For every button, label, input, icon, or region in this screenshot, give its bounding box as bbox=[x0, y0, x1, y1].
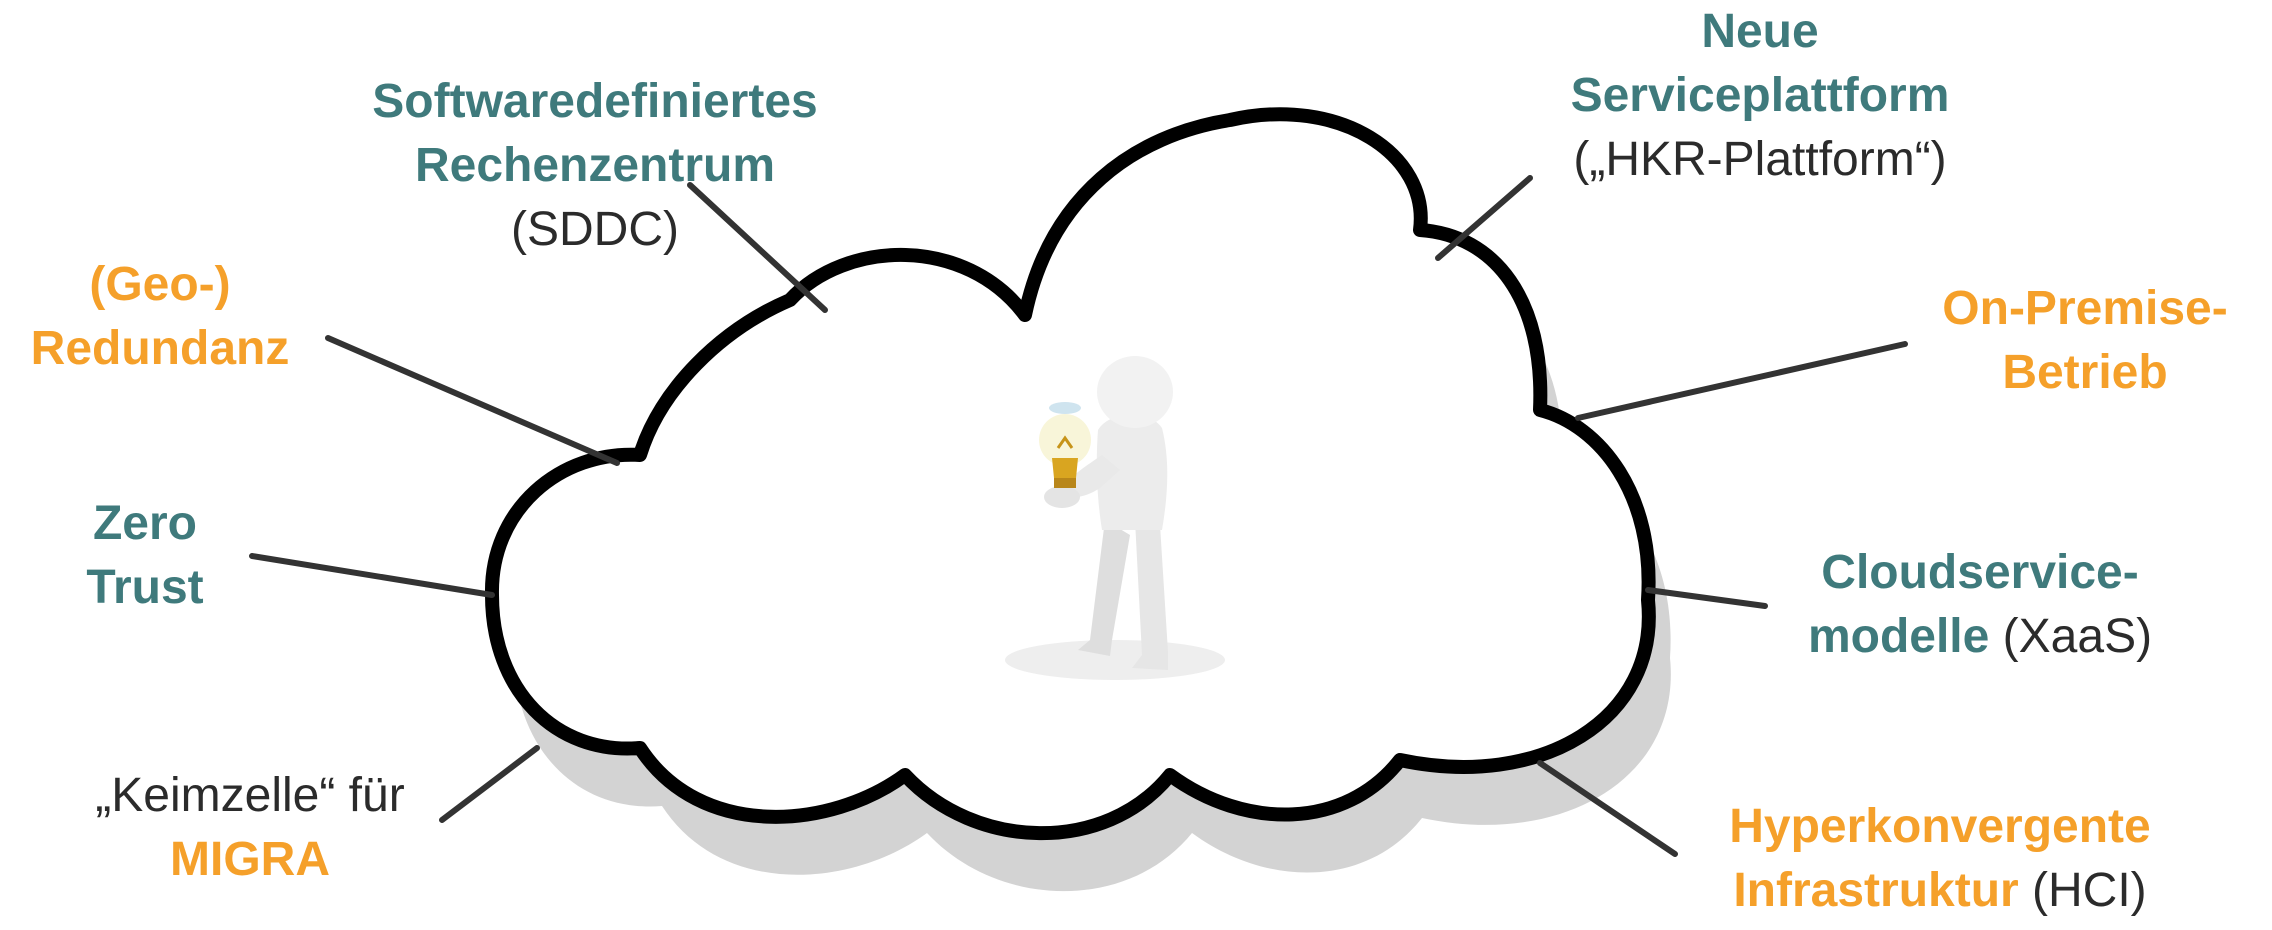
zero-trust-line1: Zero bbox=[92, 497, 197, 550]
cloud-service-models-line2: modelle bbox=[1807, 610, 1990, 663]
label-migra: „Keimzelle“ für MIGRA bbox=[55, 764, 445, 892]
hci-line2: Infrastruktur bbox=[1733, 864, 2019, 917]
service-platform-line2: Serviceplattform bbox=[1570, 69, 1950, 122]
connector-migra bbox=[439, 745, 540, 823]
hci-line1: Hyperkonvergente bbox=[1729, 800, 2151, 853]
sddc-title-line2: Rechenzentrum bbox=[414, 139, 776, 192]
connector-hci bbox=[1537, 760, 1678, 857]
connector-sddc bbox=[687, 182, 828, 313]
zero-trust-line2: Trust bbox=[86, 561, 204, 614]
geo-redundancy-line1: (Geo-) bbox=[89, 258, 231, 311]
service-platform-abbreviation: („HKR-Plattform“) bbox=[1573, 133, 1947, 186]
sddc-abbreviation: (SDDC) bbox=[511, 203, 679, 256]
hci-abbreviation: (HCI) bbox=[2032, 864, 2147, 917]
sddc-title-line1: Softwaredefiniertes bbox=[372, 75, 818, 128]
cloud-service-models-line1: Cloudservice- bbox=[1821, 546, 2139, 599]
on-premise-line2: Betrieb bbox=[2002, 346, 2168, 399]
migra-line2: MIGRA bbox=[170, 833, 330, 886]
connector-geo-redundancy bbox=[325, 335, 620, 466]
label-geo-redundancy: (Geo-) Redundanz bbox=[0, 253, 320, 381]
connector-cloud-service-models bbox=[1645, 587, 1768, 609]
label-sddc: Softwaredefiniertes Rechenzentrum (SDDC) bbox=[345, 70, 845, 262]
on-premise-line1: On-Premise- bbox=[1942, 282, 2228, 335]
connector-service-platform bbox=[1435, 175, 1533, 261]
label-service-platform: Neue Serviceplattform („HKR-Plattform“) bbox=[1530, 0, 1990, 192]
geo-redundancy-line2: Redundanz bbox=[30, 322, 290, 375]
connector-on-premise bbox=[1575, 341, 1908, 421]
service-platform-line1: Neue bbox=[1701, 5, 1819, 58]
migra-line1: „Keimzelle“ für bbox=[95, 769, 405, 822]
label-cloud-service-models: Cloudservice- modelle (XaaS) bbox=[1770, 541, 2190, 669]
label-hci: Hyperkonvergente Infrastruktur (HCI) bbox=[1690, 795, 2190, 923]
connector-zero-trust bbox=[249, 553, 495, 598]
label-zero-trust: Zero Trust bbox=[70, 492, 220, 620]
label-on-premise: On-Premise- Betrieb bbox=[1915, 277, 2255, 405]
cloud-service-models-abbreviation: (XaaS) bbox=[2002, 610, 2153, 663]
person-holding-lightbulb-icon bbox=[1005, 356, 1225, 680]
